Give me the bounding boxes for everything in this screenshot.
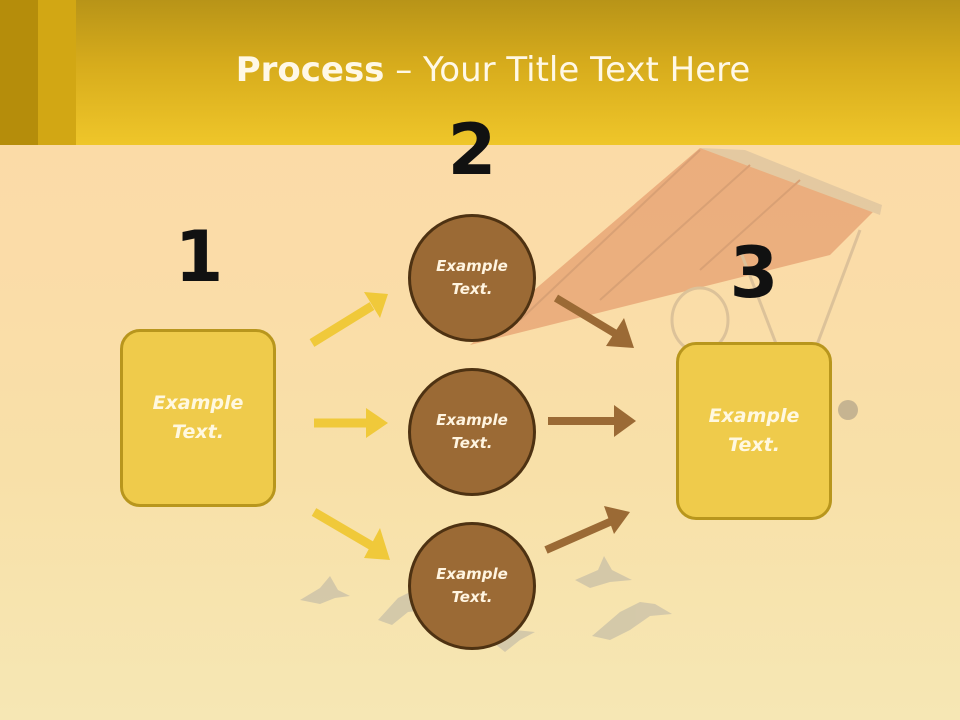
process-box-left: Example Text.: [120, 329, 276, 507]
bird-silhouette: [300, 556, 672, 652]
title-rest: – Your Title Text Here: [384, 50, 751, 90]
arrow-right-icon: [544, 506, 630, 554]
arrow-right-icon: [548, 405, 636, 437]
hang-glider-image: [470, 148, 882, 420]
arrow-right-icon: [309, 292, 388, 347]
process-circle-bottom: Example Text.: [408, 522, 536, 650]
title-bold: Process: [235, 50, 385, 90]
header-bar: [0, 0, 960, 145]
arrow-right-icon: [314, 408, 388, 438]
step-number-1: 1: [174, 216, 224, 298]
process-circle-top-text: Example Text.: [436, 257, 508, 298]
process-circle-middle: Example Text.: [408, 368, 536, 496]
header-accent-light: [38, 0, 76, 145]
process-box-right: Example Text.: [676, 342, 832, 520]
arrow-right-icon: [553, 294, 634, 348]
process-circle-bottom-text: Example Text.: [436, 565, 508, 606]
step-number-2: 2: [447, 109, 497, 191]
process-box-right-text: Example Text.: [708, 405, 800, 456]
process-circle-middle-text: Example Text.: [436, 411, 508, 452]
step-number-3: 3: [729, 232, 779, 314]
process-circle-top: Example Text.: [408, 214, 536, 342]
slide-title: Process – Your Title Text Here: [0, 50, 960, 90]
arrow-right-icon: [311, 508, 390, 560]
header-accent-dark: [0, 0, 38, 145]
process-box-left-text: Example Text.: [152, 392, 244, 443]
